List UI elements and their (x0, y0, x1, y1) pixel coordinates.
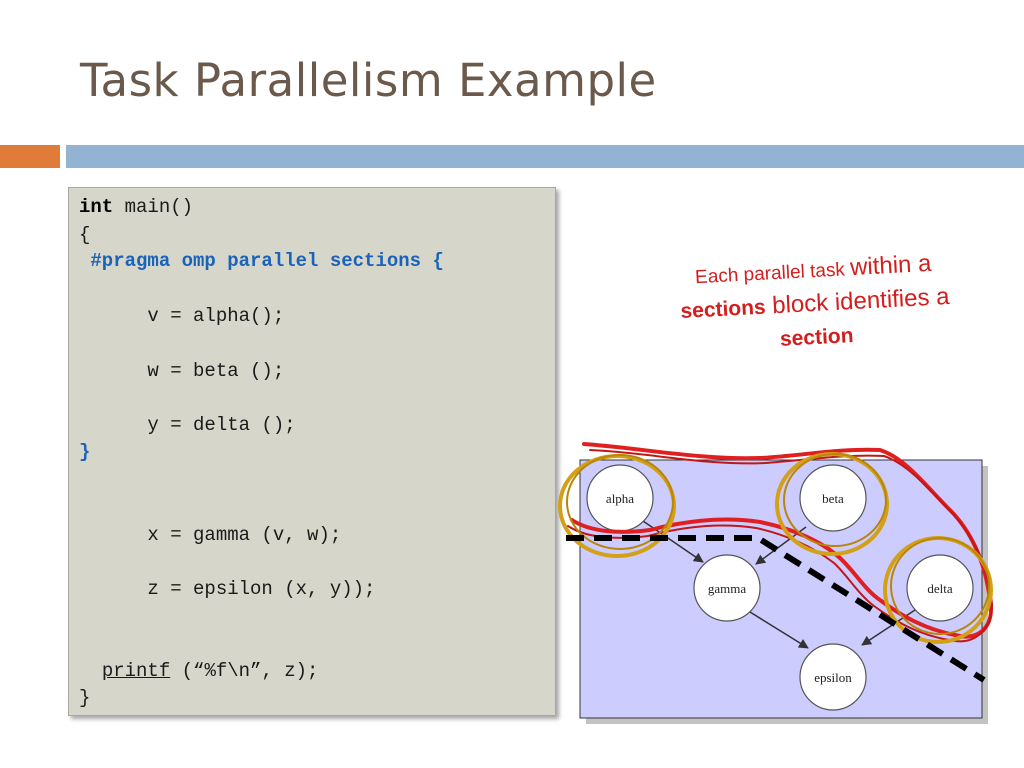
code-line-alpha: v = alpha(); (79, 305, 285, 327)
node-beta-label: beta (822, 491, 844, 506)
code-line-close-main: } (79, 687, 91, 709)
node-gamma: gamma (693, 554, 761, 622)
edge-gamma-epsilon (749, 611, 809, 649)
highlight-circle-delta-inner (890, 537, 990, 635)
printf-args: (“%f\n”, z); (170, 660, 319, 682)
code-block: int main() { #pragma omp parallel sectio… (68, 187, 556, 716)
node-alpha-label: alpha (606, 491, 634, 506)
node-beta: beta (799, 464, 867, 532)
code-line-printf: printf (“%f\n”, z); (79, 660, 319, 682)
code-line-delta: y = delta (); (79, 414, 296, 436)
code-line-gamma: x = gamma (v, w); (79, 524, 342, 546)
code-line-epsilon: z = epsilon (x, y)); (79, 578, 376, 600)
dashed-divider-line (566, 535, 986, 683)
code-line-close-sections: } (79, 441, 91, 463)
code-line-pragma: #pragma omp parallel sections { (79, 250, 444, 272)
keyword-int: int (79, 196, 114, 218)
printf-function: printf (101, 660, 171, 682)
accent-bar-orange (0, 145, 60, 168)
node-epsilon-label: epsilon (814, 670, 852, 685)
code-line-beta: w = beta (); (79, 360, 285, 382)
code-line-1: int main() (79, 196, 193, 218)
code-line-2: { (79, 224, 91, 246)
node-delta: delta (906, 554, 974, 622)
highlight-circle-alpha-inner (566, 454, 674, 550)
highlight-circle-beta-inner (783, 453, 887, 547)
node-gamma-label: gamma (708, 581, 746, 596)
slide-title: Task Parallelism Example (80, 54, 657, 107)
node-epsilon: epsilon (799, 643, 867, 711)
accent-bar-blue (66, 145, 1024, 168)
node-delta-label: delta (927, 581, 952, 596)
red-outline-stroke-1 (570, 442, 993, 639)
code-main-decl: main() (113, 196, 194, 218)
node-alpha: alpha (586, 464, 654, 532)
